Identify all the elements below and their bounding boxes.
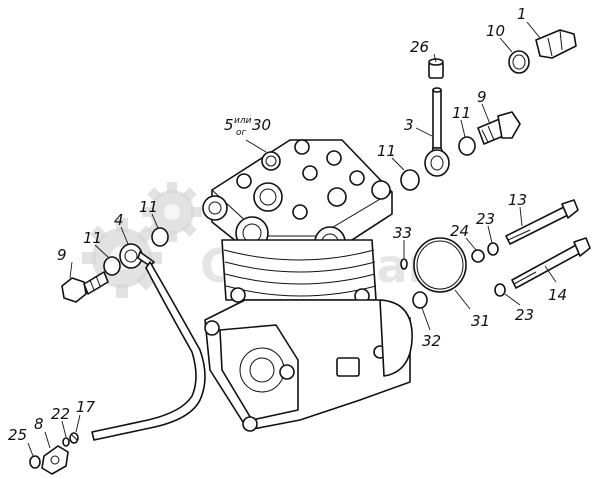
part-9-bolt-upper bbox=[477, 111, 521, 145]
callout-31: 31 bbox=[471, 312, 490, 330]
part-14-bolt bbox=[511, 237, 591, 289]
callout-11-upper-left: 11 bbox=[139, 198, 158, 216]
callout-5: 5 bbox=[224, 116, 234, 134]
part-11-ring-upper-left bbox=[151, 227, 169, 247]
part-26-cap bbox=[428, 58, 444, 79]
callout-3: 3 bbox=[404, 116, 414, 134]
part-24-washer bbox=[471, 249, 485, 263]
leader-lines bbox=[27, 21, 557, 457]
callout-23-lower: 23 bbox=[515, 306, 534, 324]
callout-9-upper: 9 bbox=[477, 88, 487, 106]
callout-9-lower: 9 bbox=[57, 246, 67, 264]
callout-8: 8 bbox=[34, 415, 44, 433]
callout-10: 10 bbox=[486, 22, 505, 40]
callout-13: 13 bbox=[508, 191, 527, 209]
part-11-ring-center bbox=[400, 169, 420, 191]
callout-33: 33 bbox=[393, 224, 412, 242]
part-32-ring bbox=[412, 291, 428, 309]
part-33-seal bbox=[400, 258, 408, 270]
part-31-oring bbox=[413, 237, 467, 293]
callout-11-upper: 11 bbox=[452, 104, 471, 122]
callout-22: 22 bbox=[51, 405, 70, 423]
callout-4: 4 bbox=[114, 211, 124, 229]
callout-labels: 1 10 26 9 11 3 5 или ог 30 11 11 4 11 9 … bbox=[8, 5, 567, 444]
callout-23-upper: 23 bbox=[476, 210, 495, 228]
part-4-pipe bbox=[91, 243, 206, 441]
callout-11-center: 11 bbox=[377, 142, 396, 160]
part-25-ring bbox=[29, 455, 41, 469]
part-22-ring bbox=[62, 437, 70, 447]
callout-14: 14 bbox=[548, 286, 567, 304]
callout-30: 30 bbox=[252, 116, 271, 134]
compressor-body bbox=[202, 139, 413, 432]
part-11-ring-upper bbox=[458, 136, 476, 156]
part-10-ring bbox=[508, 50, 530, 74]
part-11-ring-left bbox=[103, 256, 121, 276]
part-23-washer-a bbox=[487, 242, 499, 256]
callout-5-note-bottom: ог bbox=[236, 128, 247, 138]
part-23-washer-b bbox=[494, 283, 506, 297]
part-13-bolt bbox=[505, 199, 579, 245]
part-3-pipe bbox=[424, 87, 450, 177]
callout-24: 24 bbox=[450, 222, 469, 240]
part-9-bolt-lower bbox=[61, 271, 109, 303]
part-8-flange bbox=[41, 445, 69, 475]
callout-17: 17 bbox=[76, 398, 96, 416]
callout-25: 25 bbox=[8, 426, 27, 444]
callout-26: 26 bbox=[410, 38, 429, 56]
part-1-union bbox=[535, 29, 577, 59]
part-17-spring bbox=[69, 432, 79, 444]
callout-1: 1 bbox=[517, 5, 527, 23]
callout-32: 32 bbox=[422, 332, 441, 350]
callout-5-note-top: или bbox=[234, 116, 252, 126]
callout-11-left: 11 bbox=[83, 229, 102, 247]
